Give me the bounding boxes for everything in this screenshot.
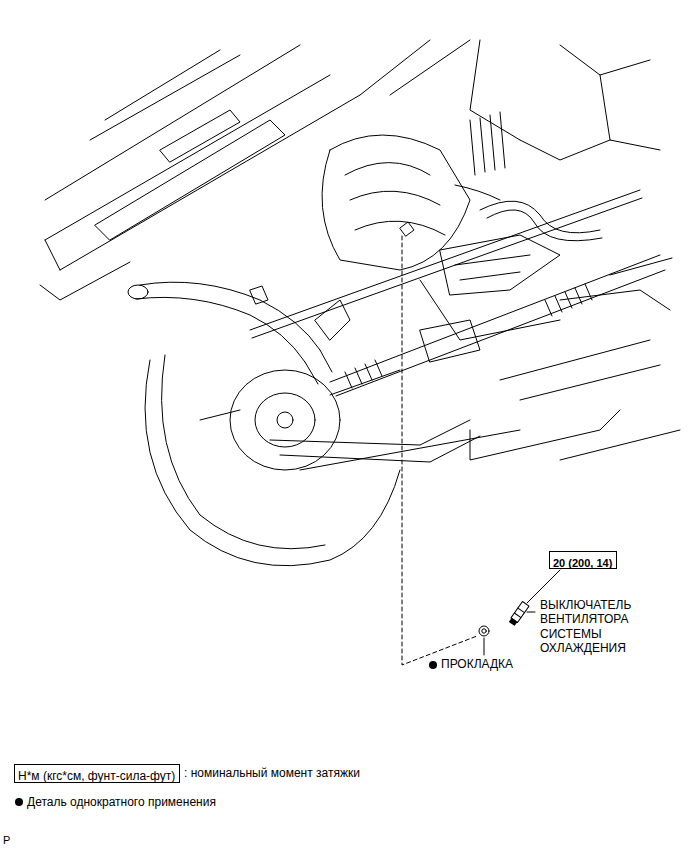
page-mark: P (3, 834, 10, 847)
legend-torque-box: Н*м (кгс*см, фунт-сила-фут) (14, 764, 180, 783)
frame-rails (40, 40, 660, 300)
legend-text: Деталь однократного применения (27, 795, 216, 809)
part-name: ВЫКЛЮЧАТЕЛЬ ВЕНТИЛЯТОРА СИСТЕМЫ ОХЛАЖДЕН… (540, 598, 658, 656)
radiator-hose (128, 282, 350, 384)
torque-value: 20 (200, 14) (553, 557, 612, 570)
part-name: ПРОКЛАДКА (441, 657, 513, 671)
locator-dashed-line (402, 236, 477, 665)
fan-switch-part (509, 602, 529, 626)
torque-units: Н*м (кгс*см, фунт-сила-фут) (18, 769, 175, 783)
stabilizer-bar (250, 190, 642, 338)
front-tire (145, 355, 620, 566)
legend-text: : номинальный момент затяжки (184, 766, 360, 780)
underbody-panels (420, 280, 680, 460)
leader-line (527, 612, 535, 613)
leader-line (484, 638, 485, 655)
torque-box: 20 (200, 14) (549, 551, 617, 569)
one-time-use-bullet (429, 661, 437, 669)
one-time-use-bullet (15, 798, 23, 806)
gasket-part (479, 626, 489, 636)
